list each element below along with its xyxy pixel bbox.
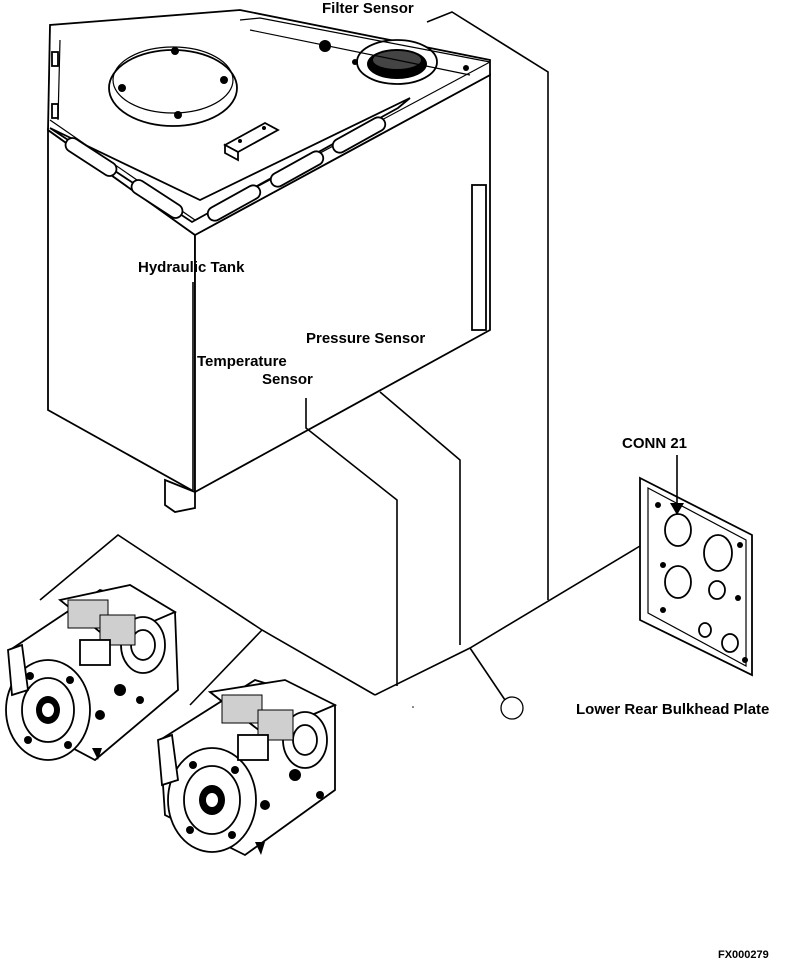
- conn-21-label: CONN 21: [622, 435, 687, 452]
- connector-circle: [500, 696, 524, 720]
- temperature-sensor-label-line1: Temperature: [197, 353, 287, 370]
- filter-sensor-label: Filter Sensor: [322, 0, 414, 17]
- harness-lines: [39, 11, 671, 708]
- hydraulic-tank-drawing: [47, 9, 491, 513]
- hydraulic-tank-label: Hydraulic Tank: [138, 259, 245, 276]
- pressure-sensor-label: Pressure Sensor: [306, 330, 425, 347]
- hydraulic-pump-drawing: [5, 584, 179, 762]
- temperature-sensor-label-line2: Sensor: [262, 371, 313, 388]
- connector-arrow-icon: [670, 455, 684, 515]
- bulkhead-plate-drawing: [639, 476, 753, 677]
- hydraulic-pump-drawing-2: [157, 679, 338, 857]
- figure-id: FX000279: [718, 949, 769, 960]
- bulkhead-plate-label: Lower Rear Bulkhead Plate: [576, 701, 769, 718]
